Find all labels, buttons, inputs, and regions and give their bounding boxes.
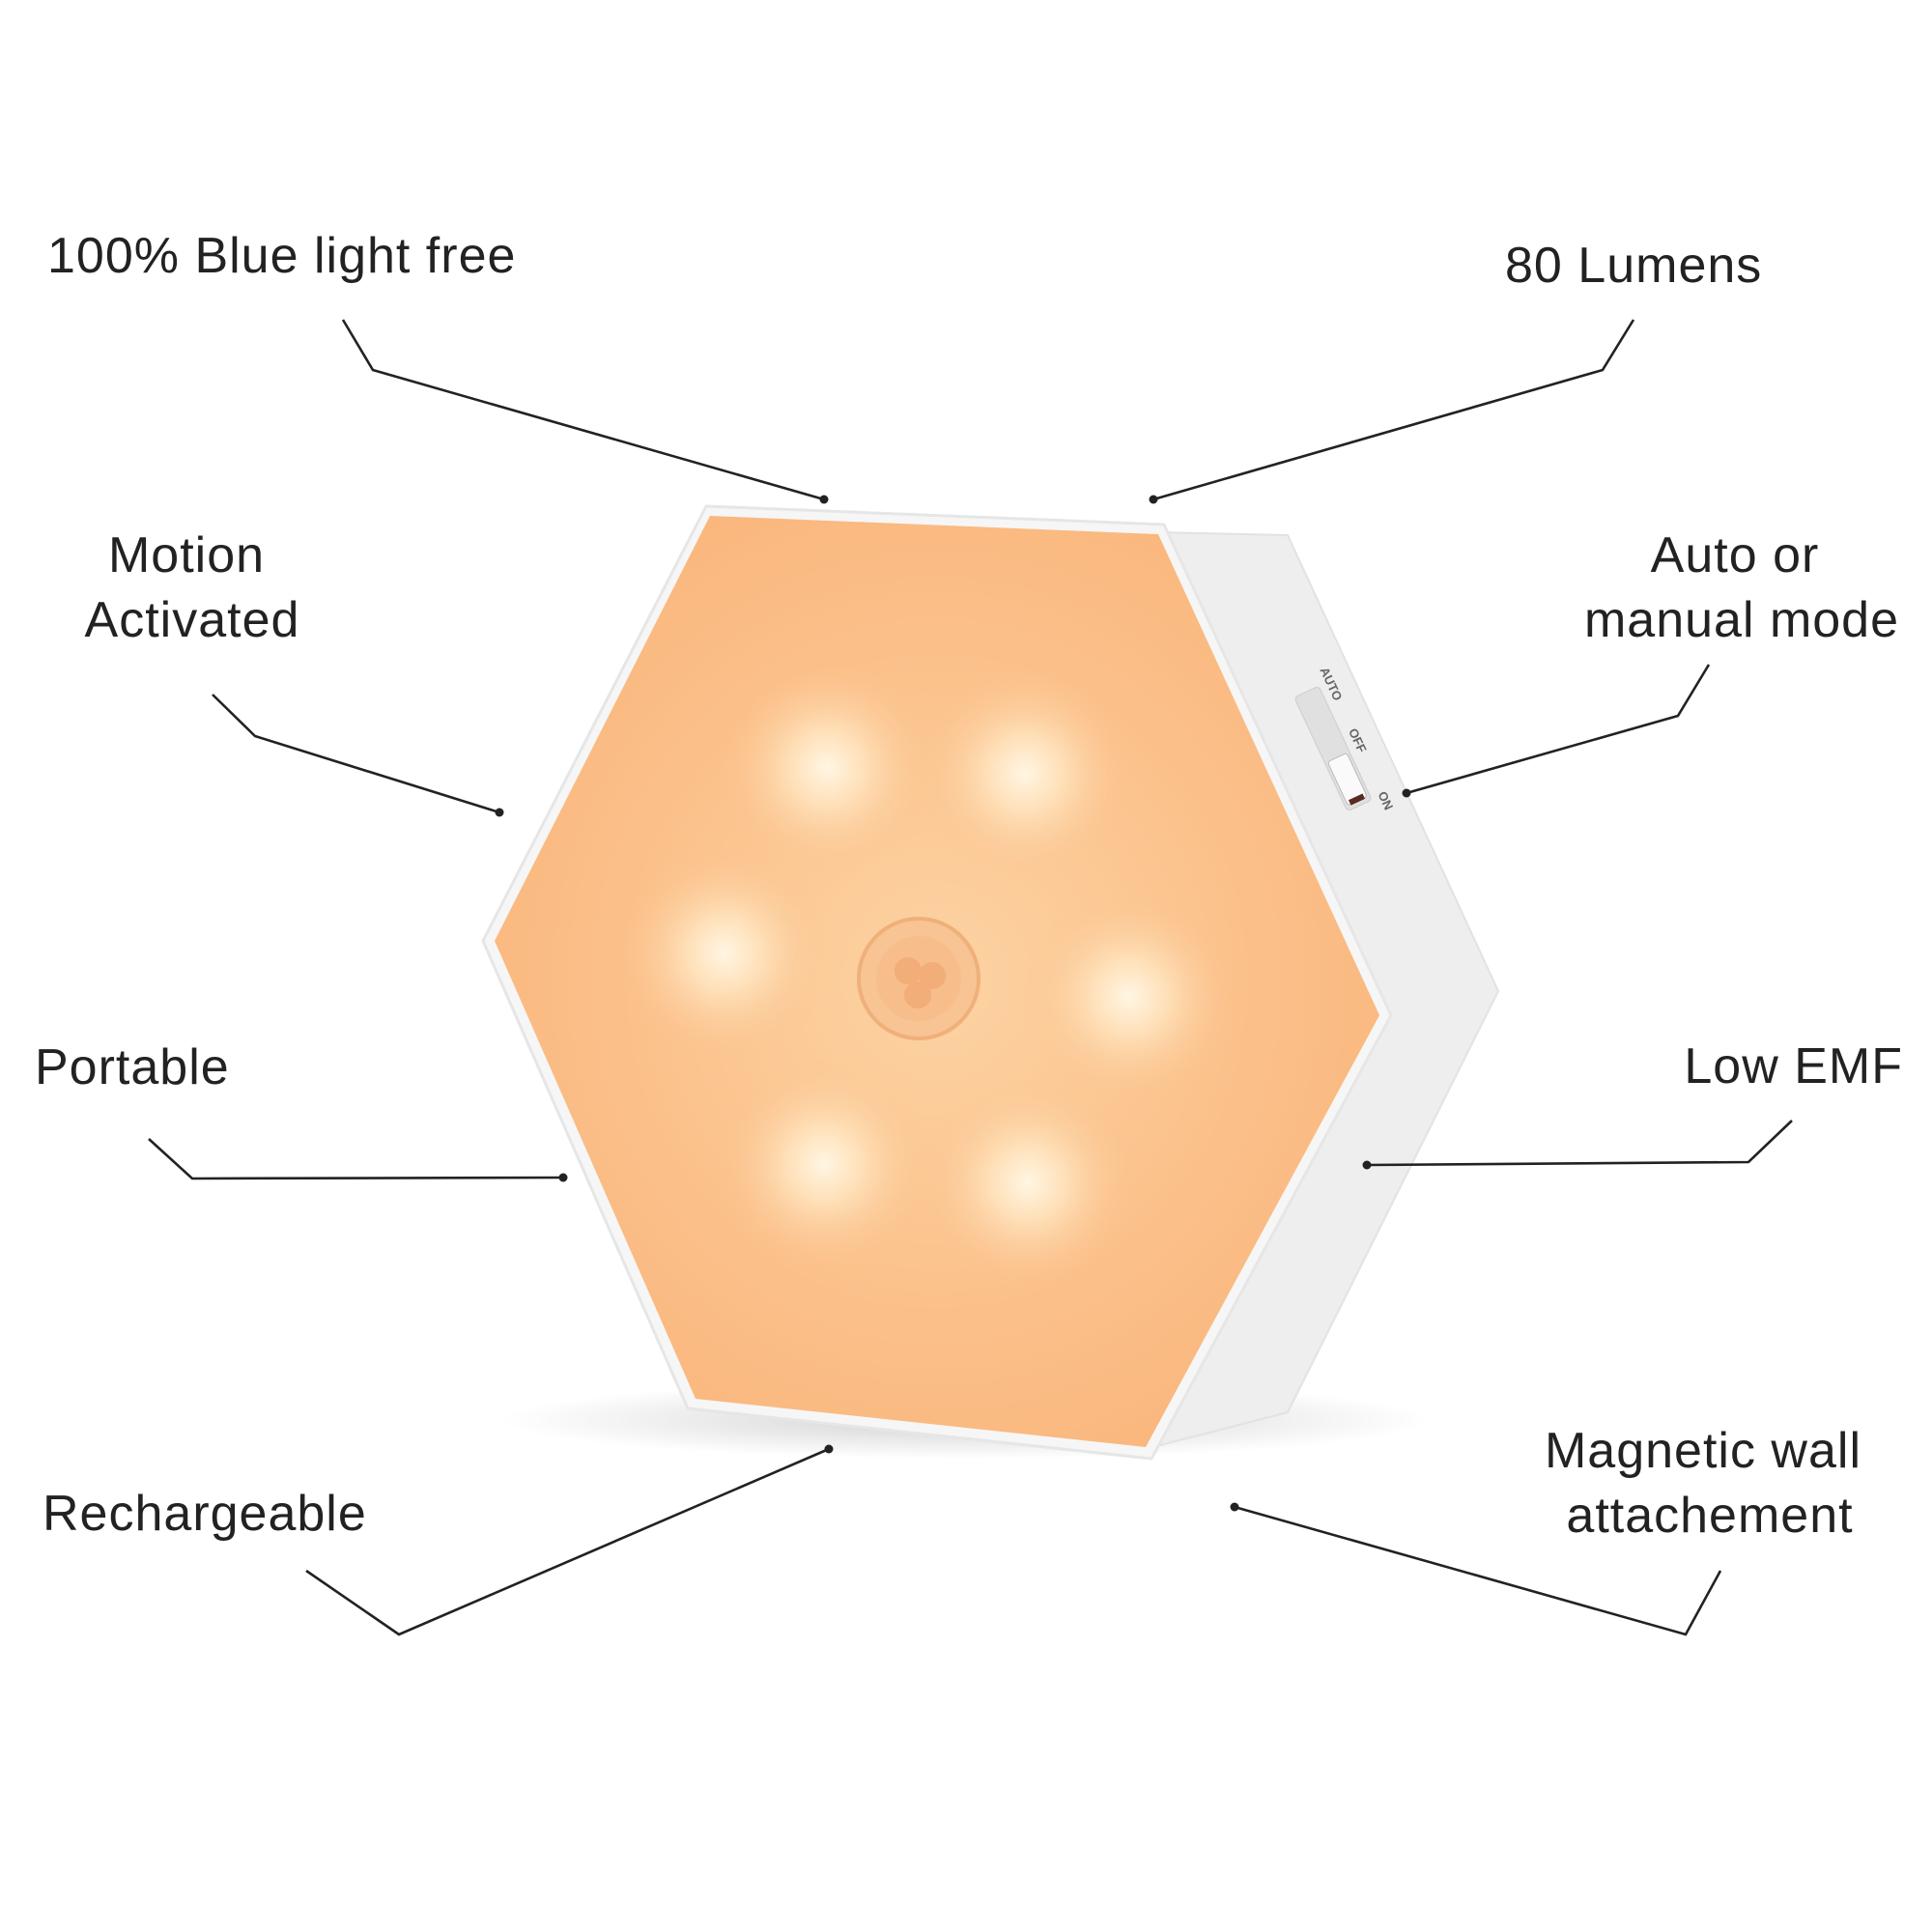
callout-line-emf	[1366, 1120, 1793, 1167]
feature-motion-line2: Activated	[85, 592, 300, 648]
feature-lumens: 80 Lumens	[1505, 238, 1762, 294]
feature-motion-line1: Motion	[108, 527, 265, 583]
callout-line-portable	[148, 1138, 564, 1180]
feature-magnetic-line1: Magnetic wall	[1545, 1423, 1861, 1479]
led-glow	[618, 847, 831, 1060]
feature-blue-light: 100% Blue light free	[47, 228, 516, 284]
callout-line-rechargeable	[305, 1447, 830, 1636]
feature-magnetic-line2: attachement	[1566, 1488, 1853, 1544]
callout-line-lumens	[1152, 319, 1635, 501]
callout-line-blue-light	[341, 319, 825, 501]
led-glow	[919, 668, 1131, 880]
feature-rechargeable: Rechargeable	[43, 1486, 367, 1542]
motion-sensor-icon	[857, 917, 980, 1040]
led-glow	[718, 1058, 930, 1270]
feature-portable: Portable	[35, 1039, 230, 1095]
callout-line-motion	[212, 694, 500, 814]
led-glows	[618, 662, 1236, 1289]
feature-mode-line1: Auto or	[1651, 527, 1820, 583]
callout-line-magnetic	[1234, 1505, 1722, 1636]
callout-line-mode	[1406, 664, 1711, 795]
feature-mode-line2: manual mode	[1584, 592, 1899, 648]
switch-on-label: ON	[1375, 789, 1396, 812]
led-glow	[922, 1076, 1134, 1289]
led-glow	[1023, 891, 1236, 1103]
callout-lines	[148, 319, 1793, 1636]
feature-emf: Low EMF	[1684, 1038, 1903, 1094]
led-glow	[721, 662, 933, 874]
